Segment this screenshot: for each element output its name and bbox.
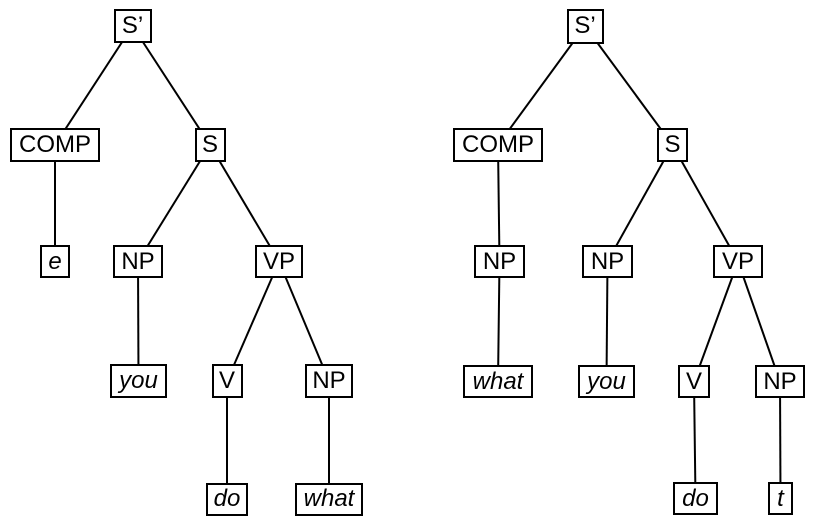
- left-tree-edge-s-prime-s: [131, 25, 211, 146]
- left-tree-node-np-subj: NP: [113, 245, 163, 278]
- left-tree-edge-vp-v: [226, 261, 280, 382]
- right-tree-node-s-prime: S’: [566, 8, 604, 44]
- right-tree-edge-np-comp-what: [497, 261, 501, 382]
- left-tree-edge-s-vp: [209, 144, 280, 263]
- right-tree-node-comp: COMP: [453, 128, 543, 162]
- left-tree-node-s: S: [194, 128, 226, 162]
- right-tree-node-np-subj: NP: [582, 245, 633, 278]
- left-tree-edge-s-np-subj: [137, 144, 211, 263]
- left-tree-edge-vp-np-obj: [278, 261, 330, 382]
- left-tree-node-e: e: [40, 245, 70, 278]
- right-tree-edge-vp-np-obj: [737, 261, 781, 382]
- right-tree-edge-np-subj-you: [605, 261, 609, 382]
- left-tree-edge-s-prime-comp: [54, 25, 134, 146]
- right-tree-edge-np-obj-t: [779, 381, 782, 499]
- right-tree-edge-s-prime-comp: [497, 25, 586, 146]
- right-tree-edge-comp-np-comp: [497, 144, 501, 262]
- right-tree-node-s: S: [657, 128, 688, 162]
- right-tree-node-what: what: [463, 365, 533, 398]
- right-tree-node-you: you: [578, 365, 635, 398]
- left-tree-node-vp: VP: [255, 245, 303, 278]
- right-tree-edge-s-prime-s: [584, 25, 674, 146]
- left-tree-edge-np-subj-you: [137, 261, 140, 382]
- right-tree-node-np-comp: NP: [474, 245, 525, 278]
- left-tree-node-np-obj: NP: [305, 364, 353, 398]
- left-tree-node-you: you: [110, 364, 167, 398]
- right-tree-edge-v-do: [693, 381, 697, 499]
- right-tree-edge-s-vp: [671, 144, 739, 262]
- right-tree-edge-s-np-subj: [606, 144, 674, 262]
- left-tree-node-what: what: [295, 482, 363, 516]
- left-tree-node-comp: COMP: [10, 128, 100, 162]
- right-tree-edge-vp-v: [693, 261, 739, 382]
- right-tree-node-np-obj: NP: [755, 365, 805, 398]
- right-tree-node-vp: VP: [713, 245, 763, 278]
- left-tree-node-s-prime: S’: [113, 9, 152, 43]
- right-tree-node-t: t: [768, 482, 793, 515]
- right-tree-node-v: V: [678, 365, 710, 398]
- right-tree-node-do: do: [673, 482, 718, 515]
- left-tree-node-do: do: [206, 482, 248, 516]
- left-tree-node-v: V: [211, 364, 243, 398]
